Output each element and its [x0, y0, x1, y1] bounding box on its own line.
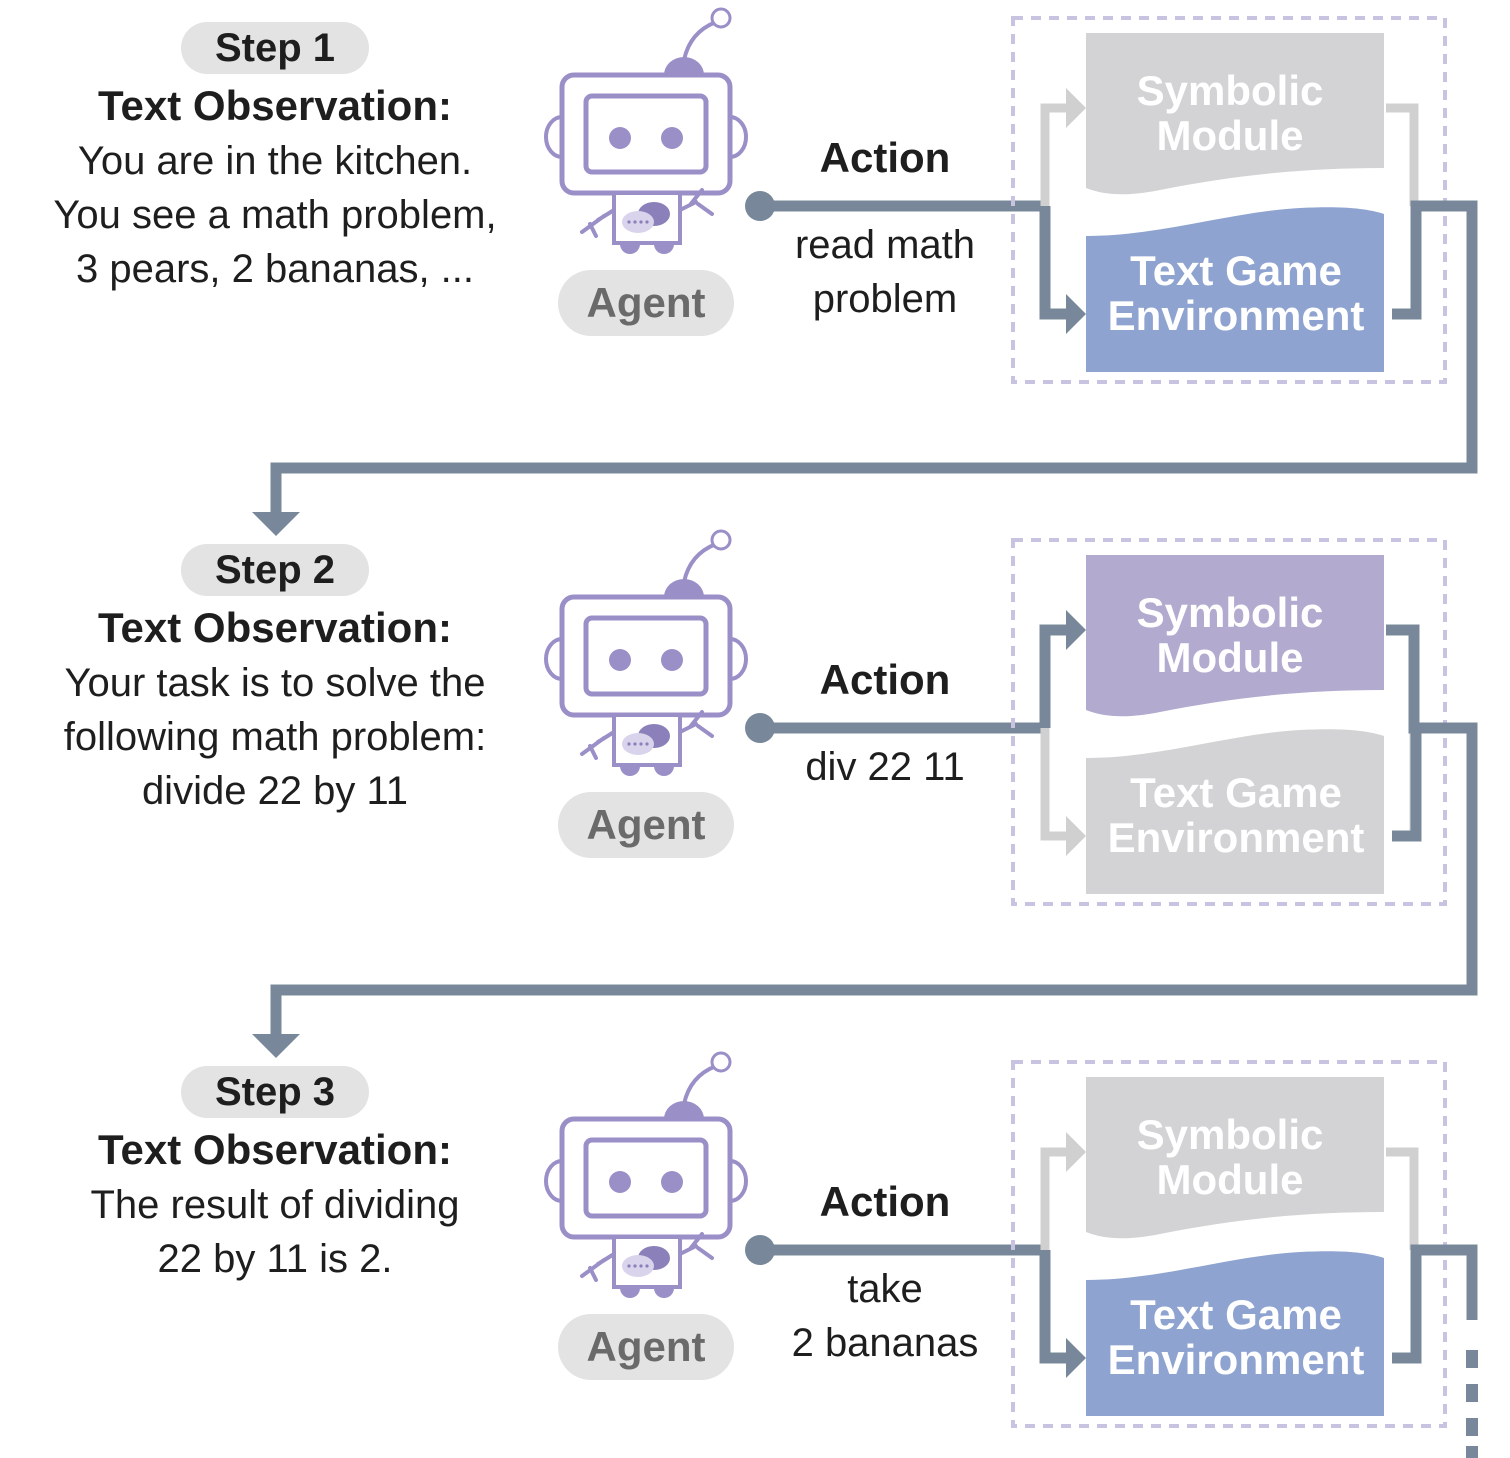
- robot-icon: [544, 529, 748, 776]
- robot-icon: [544, 1051, 748, 1298]
- observation-block: Step 3 Text Observation: The result of div…: [10, 1066, 540, 1286]
- observation-line: Your task is to solve the: [64, 661, 486, 705]
- observation-line: following math problem:: [63, 715, 487, 759]
- observation-line: divide 22 by 11: [141, 769, 409, 813]
- agent-label: Agent: [558, 270, 734, 336]
- step-label: Step 2: [180, 544, 370, 596]
- text-game-environment-label-line: Environment: [1107, 292, 1365, 339]
- module-group-2: [1011, 538, 1472, 906]
- text-game-environment-box: [1086, 1251, 1384, 1416]
- action-text-line: 2 bananas: [791, 1321, 979, 1365]
- agent-label: Agent: [558, 1314, 734, 1380]
- observation-line: 3 pears, 2 bananas, ...: [75, 247, 475, 291]
- dashed-container: [1011, 1060, 1447, 1428]
- text-game-environment-label-line: Text Game: [1130, 1291, 1342, 1338]
- observation-heading: Text Observation:: [98, 604, 452, 651]
- action-text-line: div 22 11: [805, 745, 965, 789]
- observation-line: You see a math problem,: [53, 193, 497, 237]
- module-group-3: [1011, 1060, 1447, 1428]
- observation-block: Step 1 Text Observation: You are in the ki…: [10, 22, 540, 296]
- symbolic-module-label-line: Module: [1156, 634, 1304, 681]
- text-game-environment-label-line: Environment: [1107, 814, 1365, 861]
- observation-line: You are in the kitchen.: [77, 139, 473, 183]
- action-text-block: read math problem: [755, 218, 1015, 326]
- text-game-environment-label-line: Environment: [1107, 1336, 1365, 1383]
- action-text-line: read math: [794, 223, 976, 267]
- observation-line: 22 by 11 is 2.: [157, 1237, 393, 1281]
- observation-block: Step 2 Text Observation: Your task is to s…: [10, 544, 540, 818]
- text-game-environment-box: [1086, 207, 1384, 372]
- observation-heading: Text Observation:: [98, 82, 452, 129]
- text-game-environment-label-line: Text Game: [1130, 247, 1342, 294]
- module-group-1: [1011, 16, 1447, 384]
- symbolic-module-box: [1086, 555, 1384, 717]
- text-game-environment-label-line: Text Game: [1130, 769, 1342, 816]
- agent-action-connector-3: [745, 1235, 1045, 1265]
- action-text-block: div 22 11: [755, 740, 1015, 794]
- symbolic-module-label-line: Symbolic: [1136, 589, 1324, 636]
- action-title: Action: [819, 134, 951, 181]
- symbolic-module-label-line: Symbolic: [1136, 67, 1324, 114]
- action-title: Action: [819, 1178, 951, 1225]
- agent-label: Agent: [558, 792, 734, 858]
- symbolic-module-box: [1086, 1077, 1384, 1239]
- symbolic-module-label-line: Module: [1156, 112, 1304, 159]
- transition-arrow-2-to-3: [252, 722, 1478, 1058]
- action-title: Action: [819, 656, 951, 703]
- observation-heading: Text Observation:: [98, 1126, 452, 1173]
- agent-action-connector-1: [745, 191, 1045, 221]
- agent-action-connector-2: [745, 713, 1045, 743]
- step-label: Step 1: [180, 22, 370, 74]
- action-text-line: problem: [812, 277, 958, 321]
- symbolic-module-label-line: Symbolic: [1136, 1111, 1324, 1158]
- step-label: Step 3: [180, 1066, 370, 1118]
- action-text-line: take: [847, 1267, 923, 1311]
- action-text-block: take 2 bananas: [755, 1262, 1015, 1370]
- symbolic-module-box: [1086, 33, 1384, 195]
- text-game-environment-box: [1086, 729, 1384, 894]
- robot-icon: [544, 7, 748, 254]
- observation-line: The result of dividing: [90, 1183, 460, 1227]
- transition-arrow-1-to-2: [252, 200, 1478, 536]
- dashed-container: [1011, 538, 1447, 906]
- symbolic-module-label-line: Module: [1156, 1156, 1304, 1203]
- continuation-connector: [1392, 1244, 1478, 1458]
- dashed-container: [1011, 16, 1447, 384]
